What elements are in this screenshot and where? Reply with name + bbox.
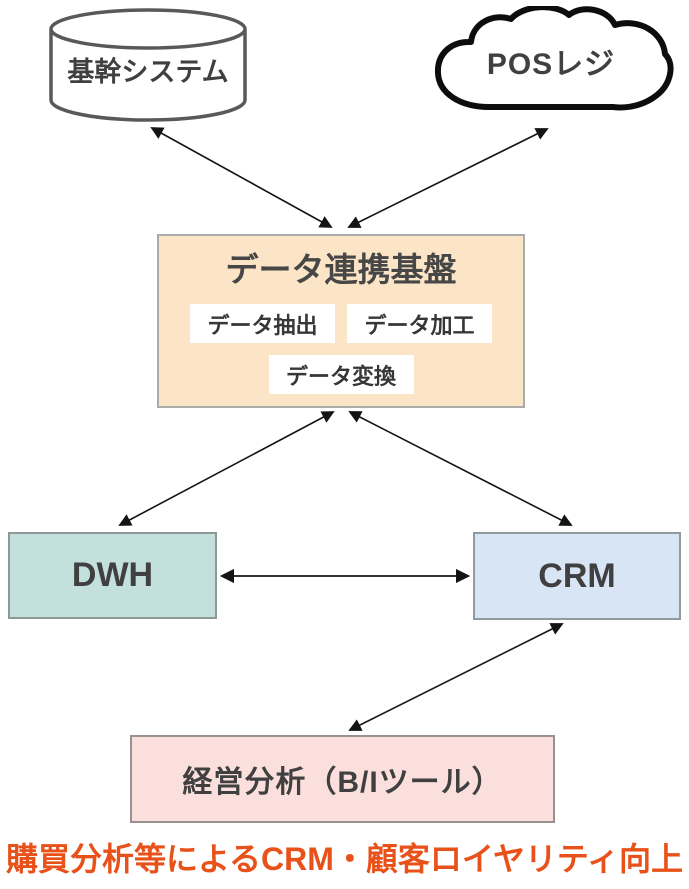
edge-platform-dwh [118, 411, 335, 526]
edge-platform-crm [348, 411, 573, 526]
node-dwh: DWH [8, 532, 217, 619]
platform-function-row-1: データ抽出 データ加工 [159, 304, 523, 343]
edge-platform-pos [347, 128, 549, 228]
function-box-process: データ加工 [347, 304, 492, 343]
pos-register-label: POSレジ [486, 48, 616, 81]
platform-function-row-2: データ変換 [159, 355, 523, 394]
node-core-system: 基幹システム [47, 5, 249, 125]
cylinder-icon [49, 8, 247, 122]
node-crm: CRM [473, 532, 681, 620]
node-pos-register: POSレジ [427, 6, 675, 124]
edge-core-platform [150, 127, 333, 228]
function-box-convert: データ変換 [268, 355, 414, 394]
node-data-platform: データ連携基盤 データ抽出 データ加工 データ変換 [157, 234, 525, 408]
cloud-icon [435, 6, 674, 111]
data-platform-title: データ連携基盤 [225, 251, 457, 288]
diagram-caption: 購買分析等によるCRM・顧客ロイヤリティ向上 [5, 841, 684, 877]
edge-crm-bi [348, 623, 564, 731]
function-box-extract: データ抽出 [190, 304, 335, 343]
node-bi-tool: 経営分析（B/Iツール） [130, 735, 555, 823]
core-system-label: 基幹システム [67, 57, 229, 87]
